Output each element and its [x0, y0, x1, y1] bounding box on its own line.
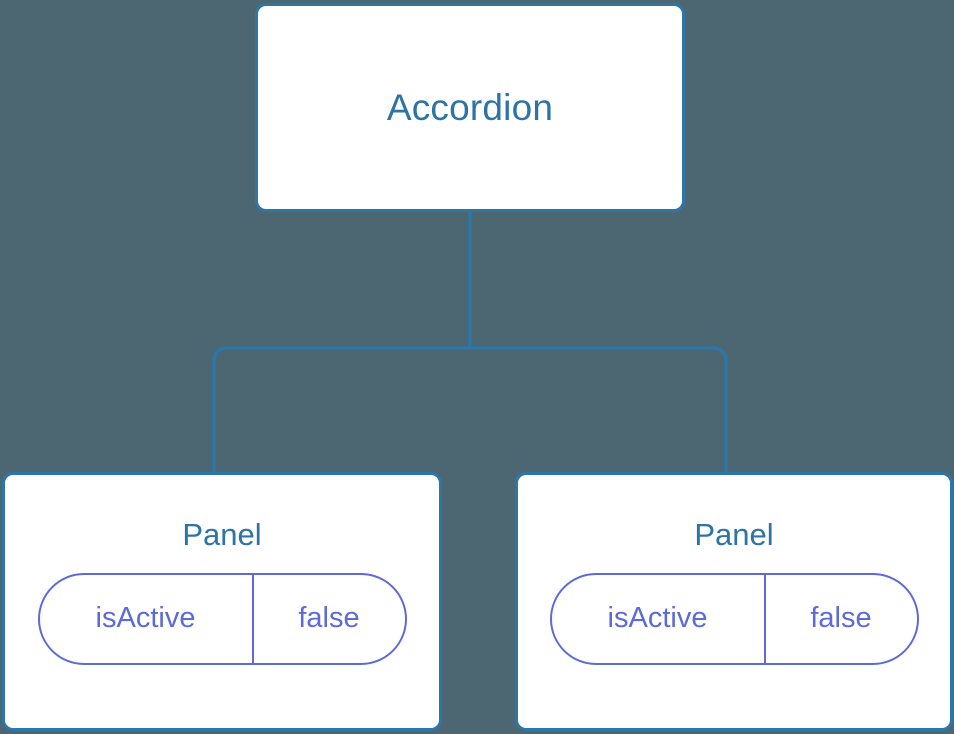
connector-branch-left — [212, 346, 470, 474]
node-panel-left[interactable]: Panel isActive false — [2, 472, 442, 731]
node-panel-left-title: Panel — [182, 517, 262, 552]
connector-branch-right — [470, 346, 728, 474]
node-accordion[interactable]: Accordion — [255, 3, 685, 212]
state-pill-right-value: false — [810, 601, 872, 634]
state-pill-right[interactable]: isActive false — [549, 573, 919, 665]
node-accordion-title: Accordion — [386, 87, 554, 128]
state-pill-left[interactable]: isActive false — [37, 573, 407, 665]
node-panel-right[interactable]: Panel isActive false — [515, 472, 953, 731]
state-pill-right-key: isActive — [552, 575, 766, 663]
node-panel-right-title: Panel — [694, 517, 774, 552]
state-pill-left-key: isActive — [40, 575, 254, 663]
state-pill-left-value: false — [298, 601, 360, 634]
